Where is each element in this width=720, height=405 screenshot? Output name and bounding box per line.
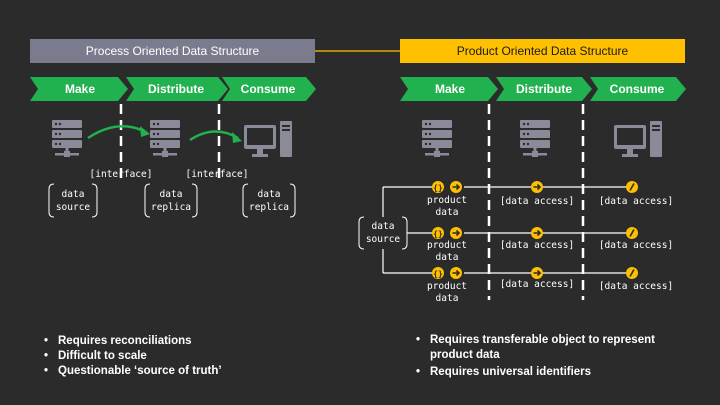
row1-data-access-2: [data access] [598,196,674,207]
left-flow-arrowhead-2 [232,132,242,143]
product-line: data [435,252,459,263]
row2-data-access-2: [data access] [598,240,674,251]
row3-code-braces-icon: {} [432,267,444,279]
right-bullet-item: Requires transferable object to represen… [416,333,686,363]
node-line: data [159,189,183,200]
row1-slash-icon [626,181,638,193]
left-stage-consume-label: Consume [241,82,296,96]
row2-product-data-label: product data [419,240,475,264]
row1-data-access-1: [data access] [499,196,575,207]
row3-arrow-right-icon [450,267,462,279]
right-replica-server-icon [520,120,550,157]
row2-data-access-1: [data access] [499,240,575,251]
left-bullet-item: Requires reconciliations [44,334,344,349]
left-interface-label-2: [interface] [185,169,249,180]
right-stage-distribute-chevron [496,77,592,101]
node-line: source [55,202,91,213]
left-consume-monitor-icon [244,121,292,157]
left-bullet-item: Questionable ‘source of truth’ [44,364,344,379]
right-stage-consume-chevron [590,77,686,101]
left-flow-arrowhead-1 [140,126,150,137]
right-consume-monitor-icon [614,121,662,157]
right-stage-make-chevron [400,77,498,101]
node-line: data [371,221,395,232]
row3-product-data-label: product data [419,281,475,305]
left-header: Process Oriented Data Structure [30,39,315,63]
product-line: data [435,293,459,304]
right-header: Product Oriented Data Structure [400,39,685,63]
row3-data-access-1: [data access] [499,279,575,290]
left-stage-make-chevron [30,77,128,101]
left-flow-arrow-2 [189,130,239,142]
left-node-data-replica-2: data replica [243,188,295,214]
left-source-server-icon [52,120,82,157]
row2-access-arrow-icon [531,227,543,239]
node-line: source [365,234,401,245]
node-line: replica [150,202,192,213]
left-node-brackets [48,183,296,218]
product-line: product [426,240,468,251]
svg-text:{}: {} [433,184,443,193]
right-stage-distribute-label: Distribute [516,82,572,96]
row3-slash-icon [626,267,638,279]
left-stage-distribute-chevron [126,77,228,101]
node-line: data [61,189,85,200]
right-bullet-item: Requires universal identifiers [416,365,686,380]
left-replica-server-icon [150,120,180,157]
product-line: data [435,207,459,218]
stage-separators [119,104,585,300]
right-stage-consume-label: Consume [610,82,665,96]
left-bullet-item: Difficult to scale [44,349,344,364]
row1-code-braces-icon: {} [432,181,444,193]
left-stage-chevrons: Make Distribute Consume [30,77,316,101]
row1-arrow-right-icon [450,181,462,193]
svg-text:{}: {} [433,270,443,279]
row-icons: {} {} {} [432,181,638,279]
right-stage-make-label: Make [435,82,465,96]
left-stage-distribute-label: Distribute [148,82,204,96]
svg-text:{}: {} [433,230,443,239]
row2-arrow-right-icon [450,227,462,239]
row3-data-access-2: [data access] [598,281,674,292]
product-line: product [426,195,468,206]
left-interface-label-1: [interface] [89,169,153,180]
right-stage-chevrons: Make Distribute Consume [400,77,686,101]
product-line: product [426,281,468,292]
right-tree-lines [382,186,630,274]
right-bullet-list: Requires transferable object to represen… [416,333,686,380]
left-node-data-replica-1: data replica [145,188,197,214]
left-node-data-source: data source [49,188,97,214]
node-line: replica [248,202,290,213]
right-source-server-icon [422,120,452,157]
left-flow-arrow-1 [87,125,147,140]
row1-product-data-label: product data [419,195,475,219]
row1-access-arrow-icon [531,181,543,193]
row2-slash-icon [626,227,638,239]
row2-code-braces-icon: {} [432,227,444,239]
left-bullet-list: Requires reconciliations Difficult to sc… [44,334,344,379]
node-line: data [257,189,281,200]
row3-access-arrow-icon [531,267,543,279]
right-node-data-source: data source [359,220,407,246]
left-stage-make-label: Make [65,82,95,96]
left-stage-consume-chevron [222,77,316,101]
